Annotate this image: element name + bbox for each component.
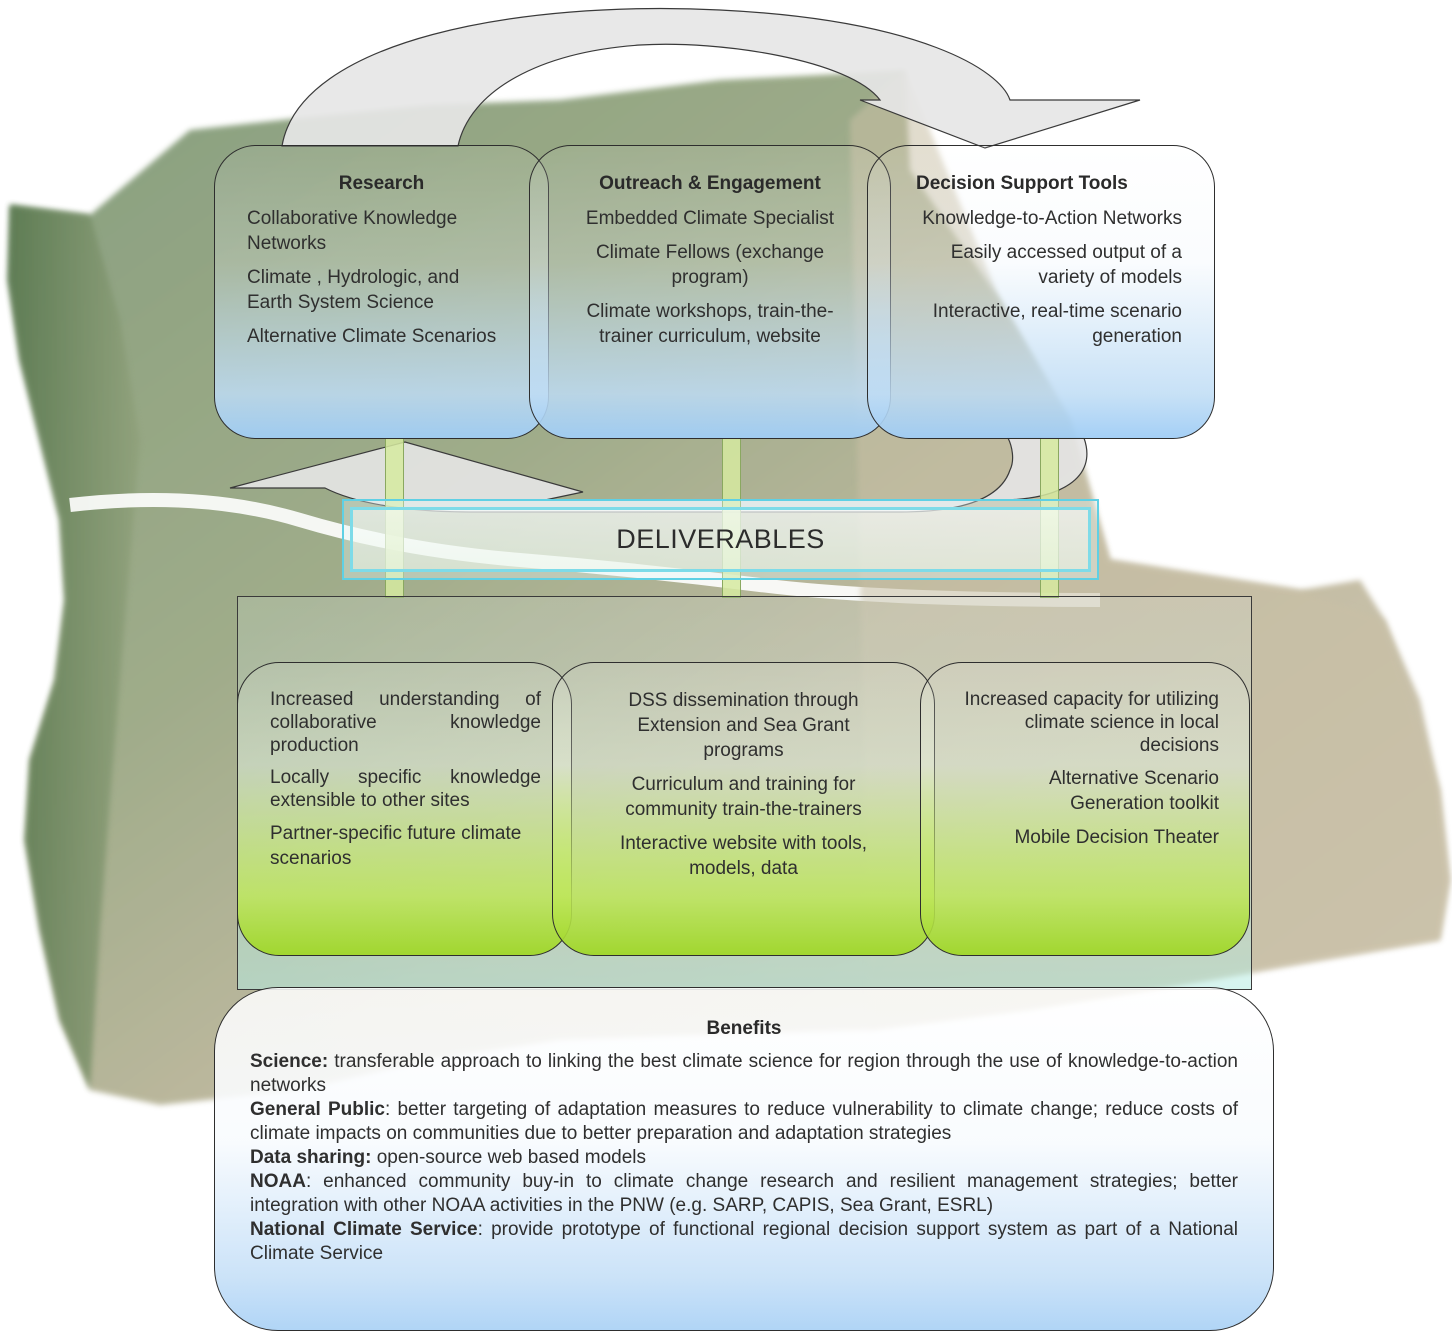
- decision-support-box: Decision Support Tools Knowledge-to-Acti…: [867, 145, 1215, 439]
- decision-support-item: Knowledge-to-Action Networks: [922, 208, 1182, 229]
- outreach-box: Outreach & Engagement Embedded Climate S…: [529, 145, 891, 439]
- deliverables-banner-inner: DELIVERABLES: [350, 507, 1091, 572]
- benefit-text: : better targeting of adaptation measure…: [250, 1099, 1238, 1144]
- research-box: Research Collaborative Knowledge Network…: [214, 145, 549, 439]
- deliverable-item: Curriculum and training for community tr…: [625, 774, 862, 820]
- benefit-text: transferable approach to linking the bes…: [250, 1051, 1238, 1096]
- deliverables-label: DELIVERABLES: [616, 524, 825, 554]
- outreach-item: Climate workshops, train-the-trainer cur…: [586, 301, 834, 347]
- benefit-science: Science: transferable approach to linkin…: [250, 1050, 1238, 1098]
- benefit-noaa: NOAA: enhanced community buy-in to clima…: [250, 1170, 1238, 1218]
- research-item: Alternative Climate Scenarios: [247, 326, 497, 347]
- research-title: Research: [338, 173, 425, 194]
- benefit-text: : provide prototype of functional region…: [250, 1219, 1238, 1264]
- outreach-title: Outreach & Engagement: [599, 173, 821, 194]
- benefit-data-sharing: Data sharing: open-source web based mode…: [250, 1146, 1238, 1170]
- deliverables-banner: DELIVERABLES: [342, 499, 1099, 580]
- deliverable-item: Interactive website with tools, models, …: [619, 833, 868, 879]
- benefit-label: National Climate Service: [250, 1219, 478, 1240]
- decision-support-title: Decision Support Tools: [916, 173, 1128, 194]
- benefit-label: General Public: [250, 1099, 385, 1120]
- benefits-title: Benefits: [706, 1018, 782, 1039]
- benefit-national-climate-service: National Climate Service: provide protot…: [250, 1218, 1238, 1266]
- deliverable-item: Locally specific knowledge extensible to…: [270, 767, 541, 811]
- outreach-item: Embedded Climate Specialist: [585, 208, 835, 229]
- deliverable-box-outreach: DSS dissemination through Extension and …: [552, 662, 935, 956]
- benefit-label: NOAA: [250, 1171, 306, 1192]
- benefit-text: : enhanced community buy-in to climate c…: [250, 1171, 1238, 1216]
- deliverable-item: Alternative Scenario Generation toolkit: [1048, 768, 1219, 814]
- outreach-item: Climate Fellows (exchange program): [595, 242, 825, 288]
- deliverable-box-research: Increased understanding of collaborative…: [237, 662, 572, 956]
- deliverable-item: Partner-specific future climate scenario…: [270, 823, 522, 869]
- benefit-general-public: General Public: better targeting of adap…: [250, 1098, 1238, 1146]
- deliverable-box-decision: Increased capacity for utilizing climate…: [920, 662, 1250, 956]
- decision-support-item: Easily accessed output of a variety of m…: [950, 242, 1182, 288]
- benefit-text: open-source web based models: [371, 1147, 647, 1168]
- benefits-box: Benefits Science: transferable approach …: [214, 987, 1274, 1331]
- research-item: Climate , Hydrologic, and Earth System S…: [247, 267, 460, 313]
- deliverable-item: Increased capacity for utilizing climate…: [964, 689, 1219, 756]
- deliverable-item: Mobile Decision Theater: [1014, 827, 1219, 848]
- research-item: Collaborative Knowledge Networks: [247, 208, 458, 254]
- benefit-label: Science:: [250, 1051, 329, 1072]
- deliverable-item: DSS dissemination through Extension and …: [628, 690, 859, 761]
- benefit-label: Data sharing:: [250, 1147, 372, 1168]
- deliverable-item: Increased understanding of collaborative…: [270, 689, 541, 756]
- decision-support-item: Interactive, real-time scenario generati…: [932, 301, 1182, 347]
